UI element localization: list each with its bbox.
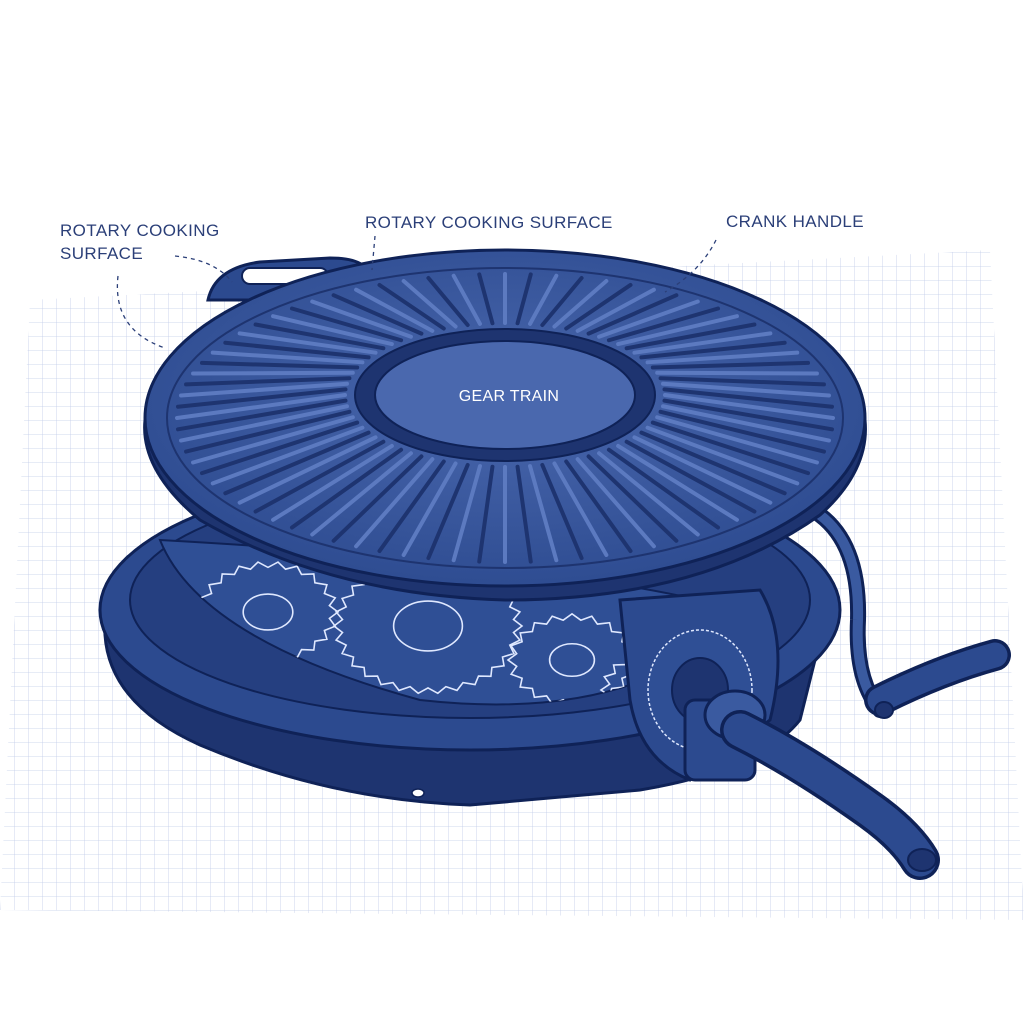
crank-handle[interactable] [683, 689, 940, 880]
label-rotary-surface-top: ROTARY COOKING SURFACE [365, 213, 613, 232]
center-hub [374, 340, 636, 450]
label-rotary-surface-left-line2: SURFACE [60, 244, 143, 263]
leader-lines [116, 235, 717, 349]
label-crank-handle: CRANK HANDLE [726, 212, 864, 231]
label-gear-train: GEAR TRAIN [459, 388, 560, 405]
crank-arm[interactable] [812, 507, 1011, 719]
mounting-hole [411, 788, 425, 798]
rotary-cooking-surface [143, 248, 867, 602]
label-rotary-surface-left-line1: ROTARY COOKING [60, 221, 220, 240]
